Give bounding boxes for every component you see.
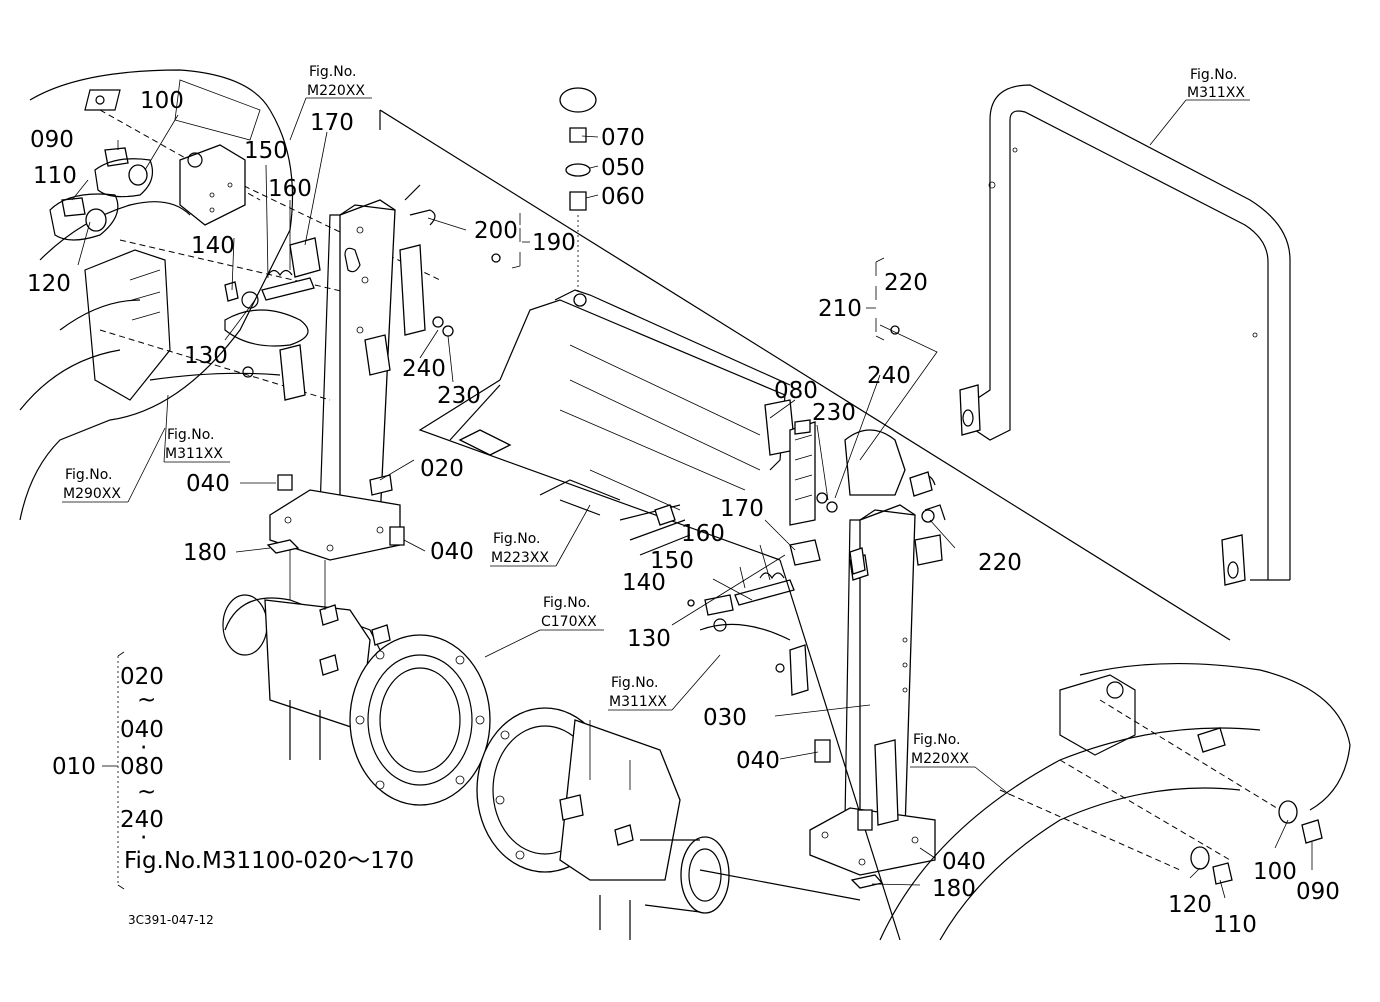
assembly-item-8: · — [140, 825, 147, 851]
callout-110: 110 — [33, 163, 77, 189]
callout-150: 150 — [244, 138, 288, 164]
callout-090: 090 — [30, 127, 74, 153]
fig-ref-4-number: M290XX — [63, 486, 121, 502]
fig-ref-1-number: M220XX — [307, 83, 365, 99]
fig-ref-6-number: C170XX — [541, 614, 597, 630]
callout-200: 200 — [474, 218, 518, 244]
fig-ref-5-number: M223XX — [491, 550, 549, 566]
fig-ref-pointers — [62, 97, 1250, 796]
fig-ref-3-label: Fig.No. — [167, 427, 215, 443]
fig-ref-7-label: Fig.No. — [611, 675, 659, 691]
fig-ref-labels: Fig.No. M220XX Fig.No. M311XX Fig.No. M3… — [63, 64, 1245, 767]
callout-090-br: 090 — [1296, 879, 1340, 905]
callout-190: 190 — [532, 230, 576, 256]
fig-ref-2-label: Fig.No. — [1190, 67, 1238, 83]
callout-050: 050 — [601, 155, 645, 181]
callout-110-br: 110 — [1213, 912, 1257, 938]
right-transmission-housing — [476, 707, 730, 940]
left-fender-outline — [19, 69, 294, 521]
assembly-item-5: 080 — [120, 754, 164, 780]
callout-080: 080 — [774, 378, 818, 404]
fig-ref-8-label: Fig.No. — [913, 732, 961, 748]
callout-030: 030 — [703, 705, 747, 731]
callout-130: 130 — [184, 343, 228, 369]
callout-180-r: 180 — [932, 876, 976, 902]
assembly-reference: Fig.No.M31100-020～170 — [124, 848, 414, 874]
fig-ref-6-label: Fig.No. — [543, 595, 591, 611]
fig-ref-1-label: Fig.No. — [309, 64, 357, 80]
fig-ref-5-label: Fig.No. — [493, 531, 541, 547]
small-nuts-washers — [266, 253, 935, 889]
callout-180: 180 — [183, 540, 227, 566]
assembly-item-4: · — [140, 735, 147, 761]
callout-100-br: 100 — [1253, 859, 1297, 885]
callout-040-d: 040 — [942, 849, 986, 875]
left-mount-plate — [179, 144, 246, 226]
assembly-item-7: 240 — [120, 807, 164, 833]
callout-numbers: 070 050 060 100 090 110 120 150 160 170 … — [27, 88, 1340, 938]
callout-040-b: 040 — [430, 539, 474, 565]
callout-120: 120 — [27, 271, 71, 297]
callout-220-b: 220 — [978, 550, 1022, 576]
right-bottom-fasteners — [1190, 800, 1323, 885]
callout-060: 060 — [601, 184, 645, 210]
callout-230-r: 230 — [812, 400, 856, 426]
callout-040-c: 040 — [736, 748, 780, 774]
center-lower-parts — [539, 479, 821, 696]
assembly-item-2: ~ — [137, 687, 156, 713]
left-rops-pillar — [269, 184, 436, 561]
callout-020: 020 — [420, 456, 464, 482]
callout-160-r: 160 — [681, 521, 725, 547]
assembly-item-3: 040 — [120, 717, 164, 743]
callout-240: 240 — [402, 356, 446, 382]
leader-lines — [71, 114, 1313, 899]
callout-040-a: 040 — [186, 471, 230, 497]
callout-170-r: 170 — [720, 496, 764, 522]
callout-140-r: 140 — [622, 570, 666, 596]
rops-top-frame — [959, 84, 1291, 586]
assembly-item-6: ~ — [137, 779, 156, 805]
assembly-connector-lines — [289, 540, 901, 941]
callout-220-a: 220 — [884, 270, 928, 296]
left-spring-assembly — [149, 237, 321, 401]
callout-070: 070 — [601, 125, 645, 151]
left-top-fasteners — [49, 147, 153, 241]
right-fender-outline — [879, 662, 1351, 941]
left-transmission-housing — [222, 594, 491, 806]
callout-130-r: 130 — [627, 626, 671, 652]
callout-240-r: 240 — [867, 363, 911, 389]
center-cap-stack — [559, 87, 597, 307]
callout-140: 140 — [191, 233, 235, 259]
fig-ref-8-number: M220XX — [911, 751, 969, 767]
fig-ref-7-number: M311XX — [609, 694, 667, 710]
diagram-code: 3C391-047-12 — [128, 913, 214, 927]
assembly-item-1: 020 — [120, 664, 164, 690]
callout-170: 170 — [310, 110, 354, 136]
callout-160: 160 — [268, 176, 312, 202]
callout-230: 230 — [437, 383, 481, 409]
fig-ref-3-number: M311XX — [165, 446, 223, 462]
callout-150-r: 150 — [650, 548, 694, 574]
callout-100: 100 — [140, 88, 184, 114]
assembly-label: 010 — [52, 754, 96, 780]
right-rops-pillar — [809, 429, 946, 876]
callout-210: 210 — [818, 296, 862, 322]
assembly-010-list: 010 020 ~ 040 · 080 ~ 240 · Fig.No.M3110… — [52, 664, 414, 874]
callout-120-br: 120 — [1168, 892, 1212, 918]
fig-ref-2-number: M311XX — [1187, 85, 1245, 101]
fig-ref-4-label: Fig.No. — [65, 467, 113, 483]
group-brackets — [511, 213, 885, 341]
assembly-bracket — [102, 651, 125, 890]
